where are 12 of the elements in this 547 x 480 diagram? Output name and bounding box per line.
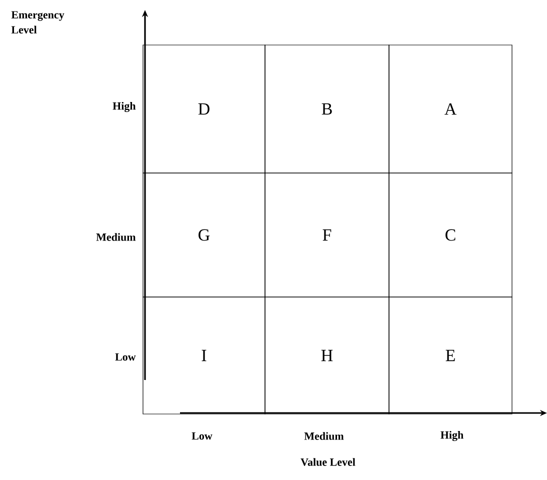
grid-cell: H (264, 296, 390, 414)
grid-cell: E (388, 296, 512, 414)
grid-cell: A (388, 44, 512, 174)
axis-label: Low (192, 432, 212, 440)
axis-title: Value Level (300, 458, 356, 466)
axis-title: Emergency Level (11, 11, 64, 34)
grid-cell: F (264, 172, 390, 298)
grid-cell: D (142, 44, 266, 174)
grid-cell: I (142, 296, 266, 414)
grid-cell: C (388, 172, 512, 298)
grid-cell: G (142, 172, 266, 298)
grid-cell: B (264, 44, 390, 174)
